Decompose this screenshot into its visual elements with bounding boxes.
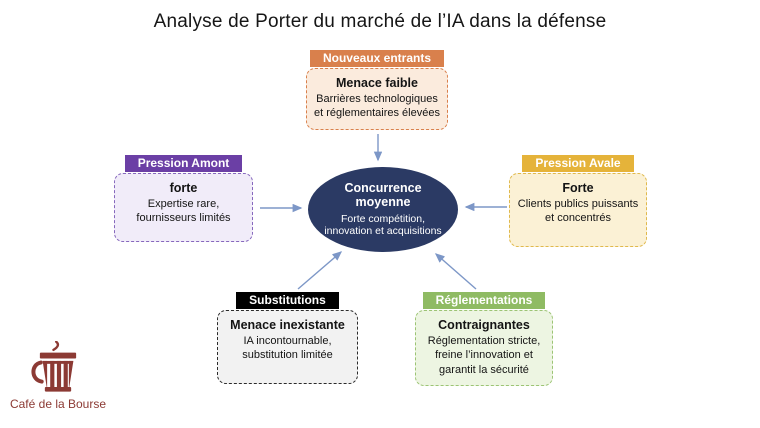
force-strength: Menace faible xyxy=(336,76,418,90)
force-nouveaux-entrants: Nouveaux entrants Menace faible Barrière… xyxy=(306,50,448,130)
force-box: Menace faible Barrières technologiques e… xyxy=(306,68,448,130)
steam-icon xyxy=(52,341,60,352)
force-description: Clients publics puissants et concentrés xyxy=(517,198,639,225)
force-description: Expertise rare, fournisseurs limités xyxy=(136,198,231,225)
cup-base xyxy=(44,387,72,392)
force-header-label: Réglementations xyxy=(422,292,546,309)
brand-name: Café de la Bourse xyxy=(9,397,107,411)
center-description: Forte compétition, innovation et acquisi… xyxy=(324,212,442,238)
force-pression-avale: Pression Avale Forte Clients publics pui… xyxy=(509,155,647,247)
center-title: Concurrence moyenne xyxy=(344,180,422,210)
force-box: forte Expertise rare, fournisseurs limit… xyxy=(114,173,253,242)
cafe-de-la-bourse-logo: Café de la Bourse xyxy=(2,341,114,411)
force-strength: Contraignantes xyxy=(438,318,530,332)
force-box: Forte Clients publics puissants et conce… xyxy=(509,173,647,247)
coffee-cup-icon xyxy=(31,341,77,392)
force-strength: Forte xyxy=(562,181,594,195)
force-description: Barrières technologiques et réglementair… xyxy=(314,93,440,120)
arrow-bottom-left-icon xyxy=(297,251,343,290)
force-reglementations: Réglementations Contraignantes Réglement… xyxy=(415,292,553,386)
cup-handle xyxy=(31,360,44,384)
force-header-label: Nouveaux entrants xyxy=(309,50,445,67)
force-header-label: Substitutions xyxy=(236,292,339,309)
cup-body-stripes xyxy=(42,360,74,388)
force-description: Réglementation stricte, freine l’innovat… xyxy=(427,335,541,376)
force-box: Menace inexistante IA incontournable, su… xyxy=(217,310,358,384)
force-strength: forte xyxy=(169,181,198,195)
arrow-bottom-right-icon xyxy=(434,253,477,290)
force-pression-amont: Pression Amont forte Expertise rare, fou… xyxy=(114,155,253,242)
center-competition-node: Concurrence moyenne Forte compétition, i… xyxy=(308,167,458,252)
force-strength: Menace inexistante xyxy=(230,318,345,332)
force-header-label: Pression Amont xyxy=(124,155,243,172)
force-header-label: Pression Avale xyxy=(522,155,634,172)
page-title: Analyse de Porter du marché de l’IA dans… xyxy=(153,11,607,32)
force-substitutions: Substitutions Menace inexistante IA inco… xyxy=(217,292,358,384)
force-box: Contraignantes Réglementation stricte, f… xyxy=(415,310,553,386)
force-description: IA incontournable, substitution limitée xyxy=(242,335,333,362)
cup-rim xyxy=(39,352,77,359)
